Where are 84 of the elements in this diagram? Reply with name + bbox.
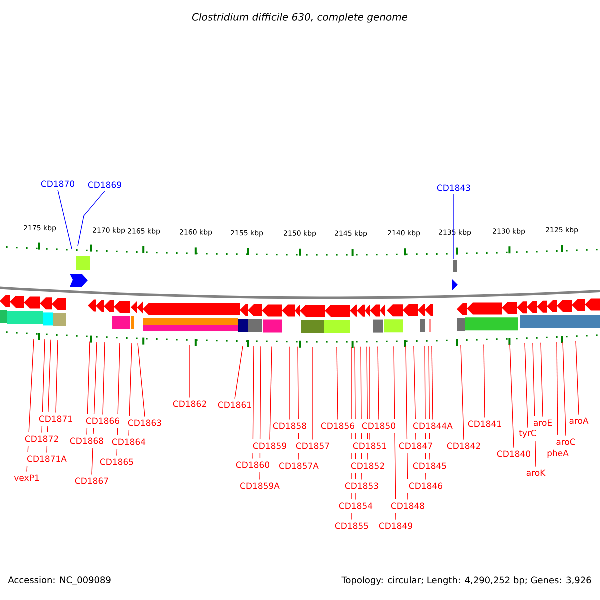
leader-line	[432, 346, 434, 420]
leader-line	[460, 345, 464, 440]
leader-line	[260, 346, 262, 480]
gene-label: CD1845	[413, 462, 446, 470]
title: Clostridium difficile 630, complete genome	[192, 13, 408, 23]
gene-label: CD1858	[273, 422, 306, 430]
gene-label: CD1860	[236, 462, 270, 468]
leader-line	[576, 341, 580, 416]
gene-label: CD1841	[468, 420, 502, 428]
leader-line	[406, 346, 408, 500]
leader-line	[532, 342, 536, 468]
leader-line	[354, 346, 356, 500]
leader-line	[58, 190, 72, 250]
leader-line	[86, 341, 90, 436]
gene-label: CD1864	[112, 438, 146, 446]
gene-label: CD1855	[335, 522, 368, 530]
gene-label: aroK	[526, 470, 546, 476]
gene-label: pheA	[548, 450, 569, 458]
gene-label: CD1854	[339, 502, 373, 510]
leader-line	[378, 346, 380, 420]
leader-line	[562, 342, 566, 436]
gene-label: CD1848	[391, 502, 424, 510]
leader-line	[56, 340, 58, 414]
gene-label: CD1850	[362, 422, 396, 430]
gene-label: CD1861	[218, 402, 252, 408]
gene-label: CD1859A	[240, 482, 280, 490]
gene-label: aroE	[534, 420, 552, 426]
leader-line	[336, 346, 338, 420]
gene-label: CD1851	[353, 442, 386, 450]
leader-line	[424, 346, 426, 480]
leader-line	[26, 338, 34, 472]
genome-info-text: Topology: circular; Length: 4,290,252 bp; Genes: 3,926	[342, 576, 592, 586]
leader-line	[128, 343, 132, 436]
leader-line	[46, 340, 52, 454]
gene-label: aroC	[556, 438, 576, 446]
leader-line	[252, 346, 254, 460]
leader-line	[540, 342, 544, 418]
gene-label: CD1865	[100, 458, 134, 466]
leader-line	[414, 346, 416, 440]
leader-line	[366, 346, 368, 460]
leader-line	[270, 346, 272, 440]
leader-line	[298, 346, 300, 460]
leader-line	[510, 344, 514, 448]
gene-label: CD1872	[25, 436, 58, 442]
gene-label: CD1862	[173, 400, 206, 408]
accession-text: Accession: NC_009089	[8, 576, 111, 586]
gene-label: CD1842	[447, 442, 480, 450]
leader-line	[92, 342, 98, 476]
gene-label: CD1857A	[280, 462, 319, 470]
leader-line	[78, 190, 106, 246]
leader-line	[138, 343, 146, 418]
gene-label: aroA	[570, 418, 589, 424]
gene-label: CD1869	[88, 182, 122, 188]
gene-label: CD1853	[345, 482, 378, 490]
gene-label: CD1870	[41, 180, 74, 188]
gene-label: CD1857	[296, 442, 330, 450]
gene-label: CD1863	[128, 420, 162, 426]
leader-line	[116, 342, 120, 456]
gene-label: CD1844A	[414, 422, 453, 430]
leader-line	[428, 346, 430, 460]
leader-line	[312, 346, 314, 440]
gene-label: CD1847	[399, 442, 432, 450]
gene-label: CD1849	[379, 522, 412, 530]
leader-line	[360, 346, 362, 480]
leader-line	[102, 342, 106, 416]
gene-label: CD1846	[409, 482, 443, 490]
gene-label: CD1868	[70, 438, 104, 444]
gene-label: CD1840	[497, 450, 530, 458]
gene-label: CD1859	[253, 442, 286, 450]
gene-label: tyrC	[519, 430, 536, 438]
gene-label: CD1843	[437, 184, 470, 192]
leader-line	[484, 344, 486, 418]
leader-line	[556, 342, 558, 436]
leader-line	[42, 339, 46, 434]
gene-label: CD1856	[321, 422, 355, 430]
leader-line	[524, 343, 528, 428]
gene-label: CD1871A	[28, 456, 67, 462]
gene-label: vexP1	[14, 474, 40, 482]
leader-line	[394, 346, 396, 520]
gene-label: CD1871	[39, 416, 72, 422]
gene-label: CD1867	[75, 478, 108, 484]
gene-label: CD1852	[351, 462, 384, 470]
leader-line	[234, 346, 244, 400]
gene-label: CD1866	[86, 418, 120, 424]
